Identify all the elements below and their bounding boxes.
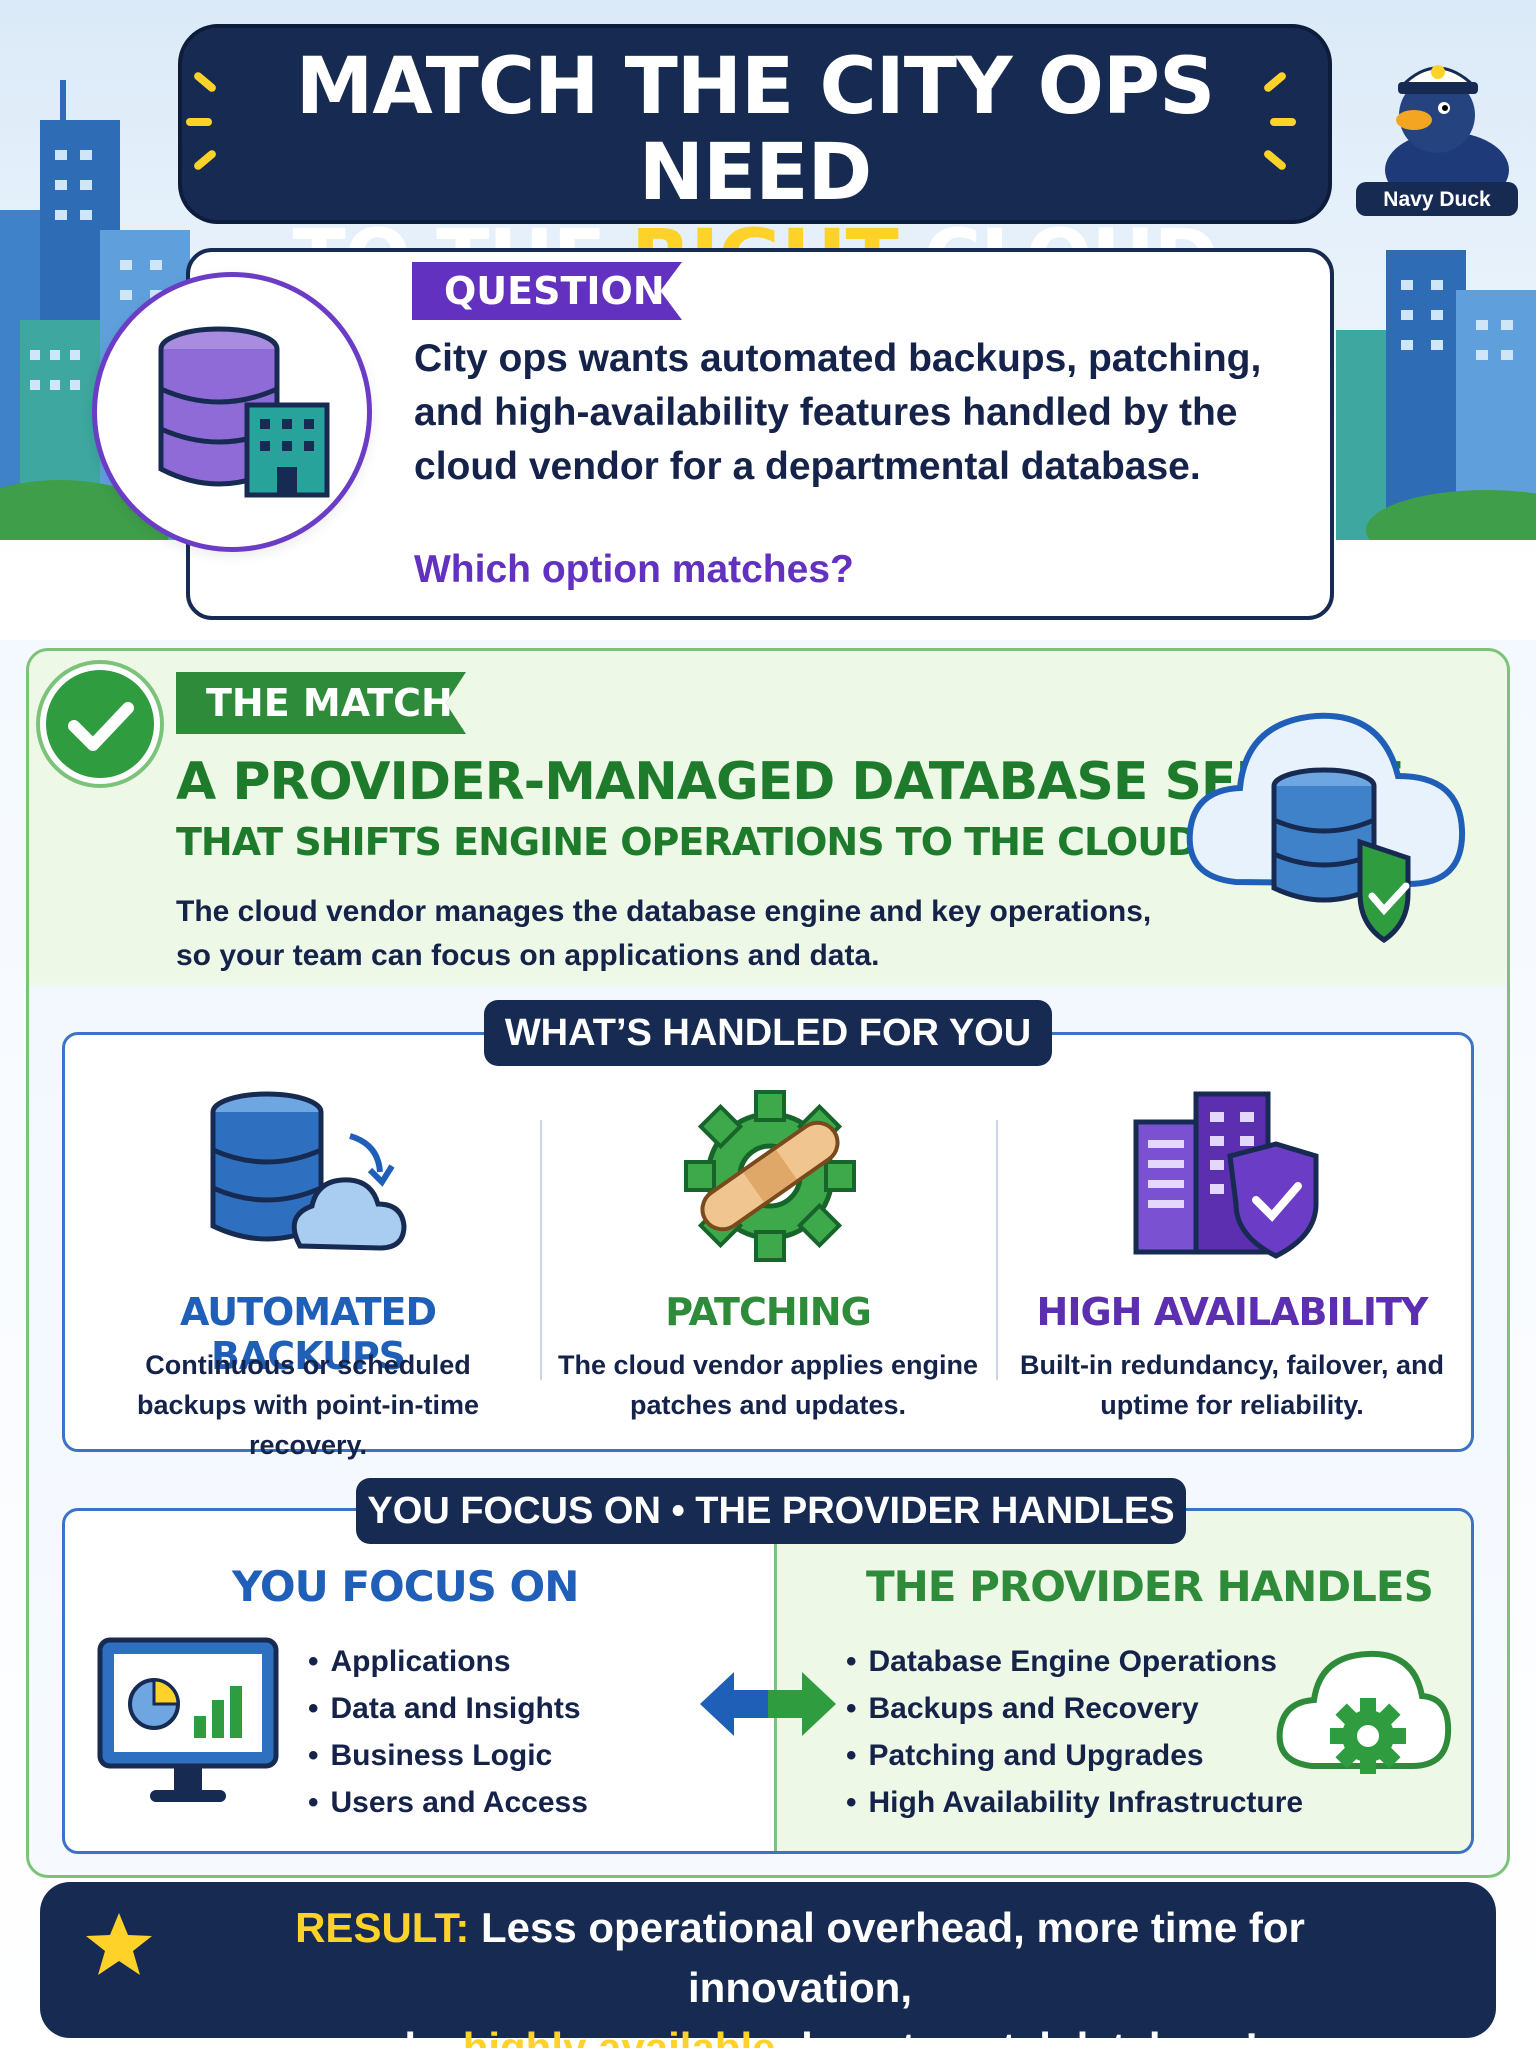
- monitor-chart-icon: [96, 1636, 280, 1816]
- result-line-1: RESULT: Less operational overhead, more …: [200, 1898, 1400, 2018]
- question-tag: QUESTION: [412, 262, 682, 320]
- feature-backups-description: Continuous or scheduled backups with poi…: [137, 1350, 479, 1460]
- split-label: YOU FOCUS ON • THE PROVIDER HANDLES: [356, 1478, 1186, 1544]
- sparkle-icon: [1270, 118, 1296, 126]
- star-icon: [84, 1910, 154, 1980]
- feature-ha-description: Built-in redundancy, failover, and uptim…: [1019, 1350, 1445, 1420]
- list-item: High Availability Infrastructure: [846, 1779, 1304, 1826]
- database-building-icon: [158, 326, 330, 498]
- handled-label: WHAT’S HANDLED FOR YOU: [484, 1000, 1052, 1066]
- city-skyline-right-icon: [1336, 250, 1536, 540]
- provider-list: Database Engine Operations Backups and R…: [846, 1638, 1304, 1826]
- database-cloud-backup-icon: [210, 1091, 407, 1251]
- you-focus-list: Applications Data and Insights Business …: [308, 1638, 588, 1826]
- result-label: RESULT:: [295, 1904, 470, 1951]
- feature-backups-icon-wrap: [200, 1086, 420, 1266]
- mascot-label: Navy Duck: [1383, 188, 1491, 211]
- list-item: Users and Access: [308, 1779, 588, 1826]
- feature-backups-title: AUTOMATED BACKUPS: [179, 1290, 437, 1378]
- list-item: Applications: [308, 1638, 588, 1685]
- duck-captain-icon: Navy Duck: [1356, 65, 1518, 216]
- feature-patching-title: PATCHING: [665, 1290, 872, 1334]
- question-card: [186, 248, 1334, 620]
- result-line-2-post: departmental database!: [775, 2024, 1259, 2048]
- result-line-2: and a highly available departmental data…: [200, 2018, 1400, 2048]
- feature-divider: [540, 1120, 542, 1380]
- result-line-2-pre: and a: [341, 2024, 463, 2048]
- result-highlight: highly available: [462, 2024, 776, 2048]
- feature-patching-description: The cloud vendor applies engine patches …: [557, 1350, 979, 1420]
- feature-divider: [996, 1120, 998, 1380]
- feature-ha-icon-wrap: [1120, 1086, 1340, 1266]
- you-focus-heading: YOU FOCUS ON: [232, 1562, 579, 1611]
- result-bar: [40, 1882, 1496, 2038]
- sparkle-icon: [186, 118, 212, 126]
- mascot: Navy Duck: [1352, 20, 1522, 220]
- provider-heading: THE PROVIDER HANDLES: [866, 1562, 1434, 1611]
- buildings-shield-icon: [1133, 1091, 1319, 1259]
- result-line-1-text: Less operational overhead, more time for…: [469, 1904, 1305, 2011]
- cloud-database-shield-icon: [1186, 712, 1466, 944]
- question-icon-circle: [92, 272, 372, 552]
- question-prompt: Which option matches?: [414, 548, 854, 591]
- list-item: Backups and Recovery: [846, 1685, 1303, 1732]
- list-item: Database Engine Operations: [846, 1638, 1303, 1685]
- title-line-1: MATCH THE CITY OPS NEED: [295, 42, 1216, 218]
- list-item: Business Logic: [308, 1732, 588, 1779]
- page-title: MATCH THE CITY OPS NEED TO THE RIGHT CLO…: [178, 24, 1332, 388]
- feature-ha-title: HIGH AVAILABILITY: [1036, 1290, 1429, 1334]
- gear-bandage-icon: [684, 1090, 856, 1262]
- match-icon: [1176, 672, 1476, 972]
- list-item: Patching and Upgrades: [846, 1732, 1303, 1779]
- double-arrow-icon: [700, 1668, 836, 1740]
- check-circle-icon: [40, 664, 160, 784]
- list-item: Data and Insights: [308, 1685, 588, 1732]
- result-text: RESULT: Less operational overhead, more …: [200, 1898, 1400, 2048]
- match-tag: THE MATCH: [176, 672, 466, 734]
- cloud-gear-icon: [1272, 1636, 1452, 1796]
- match-description: The cloud vendor manages the database en…: [176, 895, 1152, 972]
- feature-patching-icon-wrap: [660, 1086, 880, 1266]
- question-text: City ops wants automated backups, patchi…: [414, 337, 1262, 488]
